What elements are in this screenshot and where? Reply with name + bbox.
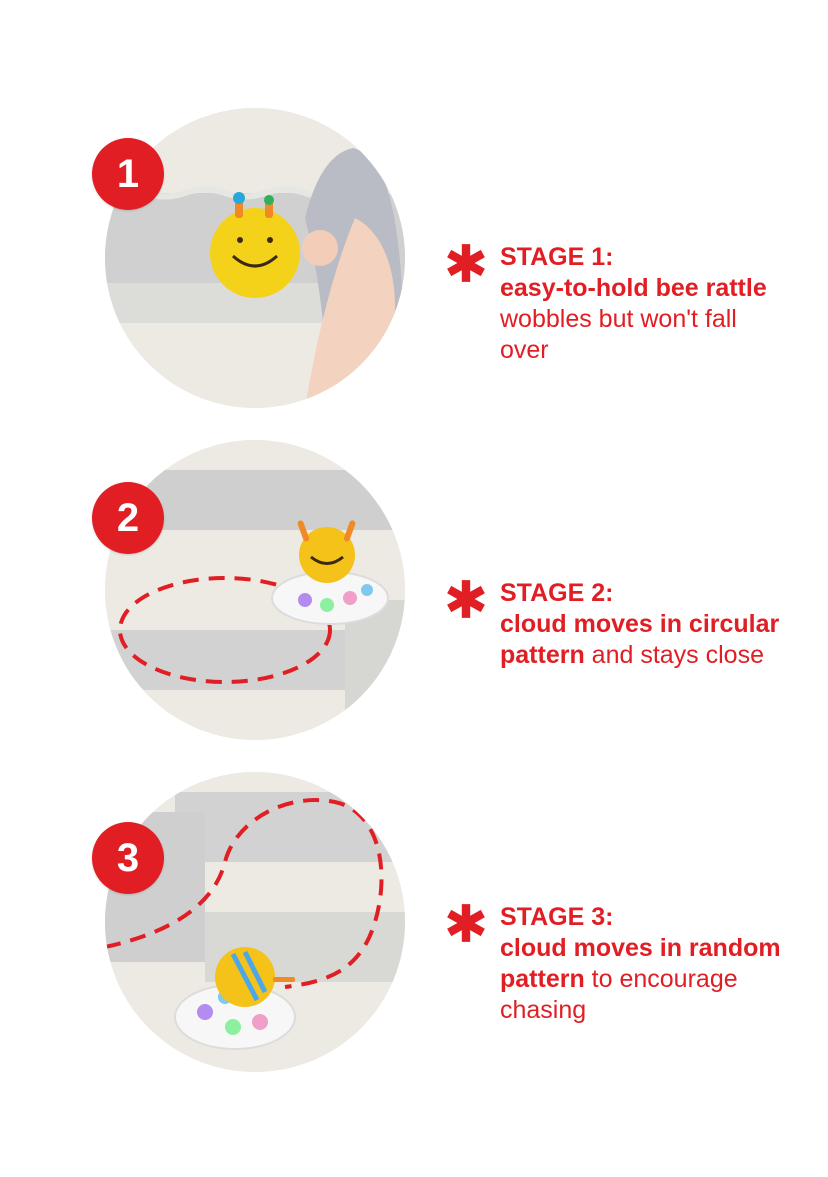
step-badge-2: 2 xyxy=(92,482,164,554)
asterisk-icon xyxy=(447,904,485,942)
stage-3-description: STAGE 3: cloud moves in random pattern t… xyxy=(445,902,785,1026)
stage-2-description: STAGE 2: cloud moves in circular pattern… xyxy=(445,578,785,671)
step-badge-1: 1 xyxy=(92,138,164,210)
stage-3-detail: to encourage chasing xyxy=(500,965,738,1024)
asterisk-icon xyxy=(447,244,485,282)
stage-1-title: STAGE 1: xyxy=(500,243,614,271)
stage-1: 1 STAGE 1: easy-to-hold bee rattle wobbl… xyxy=(0,108,828,408)
stage-1-detail: wobbles but won't fall over xyxy=(500,305,737,364)
stage-2-detail: and stays close xyxy=(584,641,764,669)
stage-1-description: STAGE 1: easy-to-hold bee rattle wobbles… xyxy=(445,242,785,366)
asterisk-icon xyxy=(447,580,485,618)
stage-3: 3 STAGE 3: cloud moves in random pattern… xyxy=(0,772,828,1072)
step-badge-3: 3 xyxy=(92,822,164,894)
stage-2-photo xyxy=(105,440,405,740)
stage-3-title: STAGE 3: xyxy=(500,903,614,931)
stage-2-title: STAGE 2: xyxy=(500,579,614,607)
stage-1-highlight: easy-to-hold bee rattle xyxy=(500,274,767,302)
stage-3-highlight: cloud moves in random pattern xyxy=(500,934,781,993)
stage-2: 2 STAGE 2: cloud moves in circular patte… xyxy=(0,440,828,740)
stage-3-photo xyxy=(105,772,405,1072)
stage-1-photo xyxy=(105,108,405,408)
stage-2-highlight: cloud moves in circular pattern xyxy=(500,610,780,669)
